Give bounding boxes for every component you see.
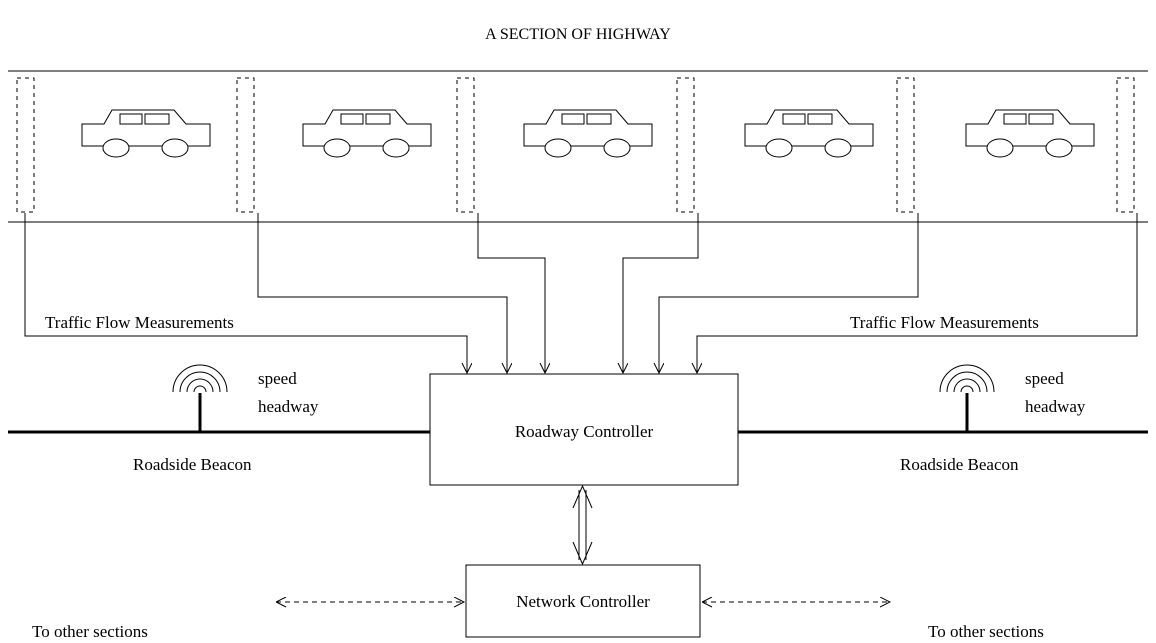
measurement-line-1 [24,213,467,373]
controller-link-arrow [572,484,593,566]
loop-detector [456,77,475,213]
other-sections-right-label: To other sections [928,622,1044,641]
measurements-label-right: Traffic Flow Measurements [850,313,1039,332]
beacon-right-label: Roadside Beacon [900,455,1019,474]
loop-detector [16,77,35,213]
loop-detector [896,77,915,213]
measurement-line-2 [257,213,507,373]
car-icon [302,109,432,158]
measurement-line-4 [623,213,699,373]
network-controller-label: Network Controller [516,592,650,611]
measurement-line-6 [697,213,1138,373]
roadway-controller-box [429,373,739,486]
roadway-controller-label: Roadway Controller [515,422,654,441]
car-icon [965,109,1095,158]
other-sections-left-label: To other sections [32,622,148,641]
loop-detector [676,77,695,213]
measurement-line-5 [659,213,919,373]
loop-detector [236,77,255,213]
car-icon [523,109,653,158]
loop-detectors [16,77,1135,213]
beacon-left-speed: speed [258,369,297,388]
roadside-beacon-left [172,364,228,432]
beacon-right-headway: headway [1025,397,1086,416]
measurement-line-3 [477,213,545,373]
beacon-right-speed: speed [1025,369,1064,388]
antenna-icon [172,364,228,393]
network-controller-box [465,564,701,638]
vehicles [81,109,1095,158]
car-icon [81,109,211,158]
beacon-left-headway: headway [258,397,319,416]
car-icon [744,109,874,158]
measurements-label-left: Traffic Flow Measurements [45,313,234,332]
roadside-beacon-right [939,364,995,432]
diagram-title: A SECTION OF HIGHWAY [485,26,671,43]
measurement-lines [24,213,1138,373]
loop-detector [1116,77,1135,213]
beacon-left-label: Roadside Beacon [133,455,252,474]
antenna-icon [939,364,995,393]
